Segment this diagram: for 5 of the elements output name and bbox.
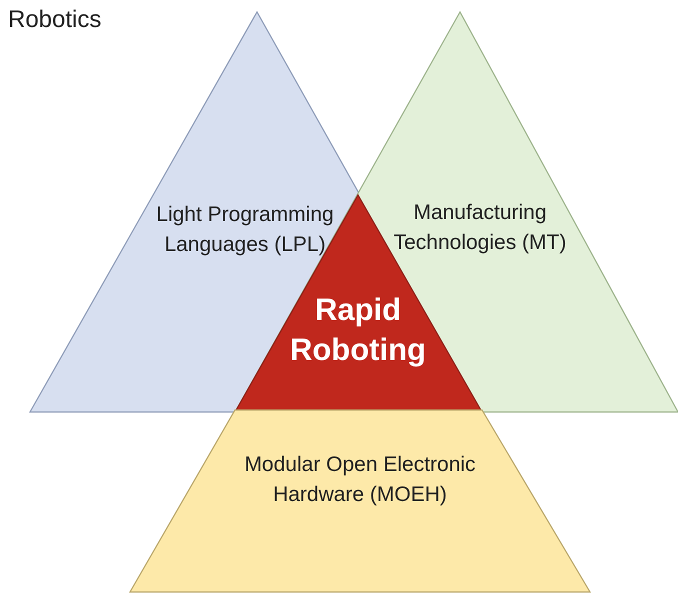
region-label: Rapid Roboting — [288, 291, 427, 369]
region-label: Manufacturing Technologies (MT) — [392, 200, 568, 256]
diagram-title: Robotics — [8, 6, 102, 34]
region-label: Light Programming Languages (LPL) — [155, 202, 335, 258]
region-label: Modular Open Electronic Hardware (MOEH) — [243, 452, 477, 508]
